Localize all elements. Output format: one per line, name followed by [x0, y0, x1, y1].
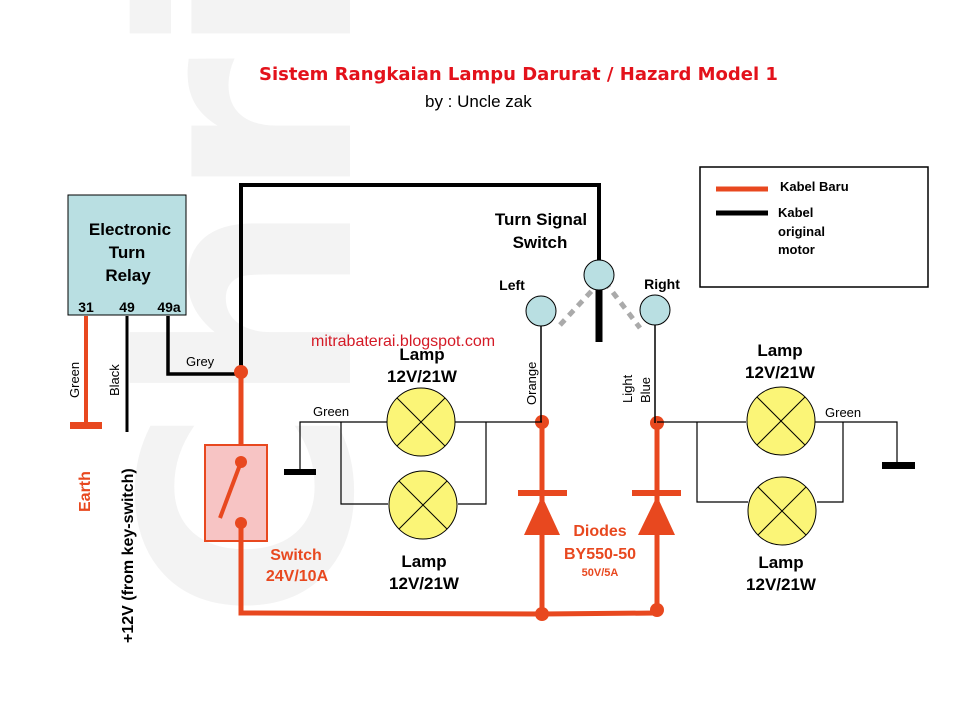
diodes-label-2: BY550-50: [564, 546, 636, 563]
lamp-right-top: Lamp 12V/21W: [745, 341, 816, 456]
earth-label: Earth: [77, 471, 94, 512]
wire-label-blue: Blue: [638, 377, 653, 403]
original-wire-to-turn-switch: [239, 183, 601, 372]
lamp-right-bottom-name: Lamp: [758, 553, 803, 572]
lamp-left-top-name: Lamp: [399, 345, 444, 364]
byline: by : Uncle zak: [425, 92, 532, 111]
turn-relay: Electronic Turn Relay 31 49 49a: [67, 194, 187, 316]
lamp-right-top-name: Lamp: [757, 341, 802, 360]
lamp-left-bottom-name: Lamp: [401, 552, 446, 571]
right-lamp-group: [657, 421, 898, 503]
diode-right-bar: [632, 490, 681, 496]
ground-symbol-right: [882, 462, 915, 469]
ground-symbol-left: [284, 469, 316, 475]
lamp-left-bottom-rating: 12V/21W: [389, 574, 460, 593]
turn-switch-pivot: [583, 259, 615, 291]
legend-label-original-2: original: [778, 224, 825, 239]
junction-dot-relay: [234, 365, 248, 379]
turn-switch-left-contact[interactable]: [525, 295, 557, 327]
legend-label-new-wire: Kabel Baru: [780, 179, 849, 194]
wire-label-black-49: Black: [107, 364, 122, 396]
turn-switch-label-2: Switch: [513, 233, 568, 252]
lamp-left-top: Lamp 12V/21W: [386, 345, 458, 457]
power-label: +12V (from key-switch): [120, 468, 137, 643]
lamp-left-bottom: Lamp 12V/21W: [388, 470, 460, 593]
diode-left-bar: [518, 490, 567, 496]
relay-pin-49: 49: [119, 299, 135, 315]
wire-label-grey: Grey: [186, 354, 215, 369]
switch-label-1: Switch: [270, 547, 322, 564]
relay-label-3: Relay: [105, 266, 151, 285]
turn-switch-label-1: Turn Signal: [495, 210, 587, 229]
diodes-label-1: Diodes: [573, 523, 626, 540]
switch-label-2: 24V/10A: [266, 568, 329, 585]
diode-left-triangle: [524, 496, 560, 535]
relay-pin-49a: 49a: [157, 299, 181, 315]
relay-label-2: Turn: [109, 243, 146, 262]
earth-symbol: [70, 422, 102, 429]
legend-label-original-1: Kabel: [778, 205, 813, 220]
turn-switch-right-label: Right: [644, 276, 680, 292]
turn-signal-switch[interactable]: Turn Signal Switch Left Right: [495, 210, 680, 342]
lamp-right-top-rating: 12V/21W: [745, 363, 816, 382]
switch-terminal-top: [235, 456, 247, 468]
lamp-right-bottom: Lamp 12V/21W: [746, 476, 817, 594]
turn-switch-path-right: [603, 280, 642, 330]
wire-label-green-right: Green: [825, 405, 861, 420]
wire-label-light: Light: [620, 374, 635, 403]
wire-label-green-31: Green: [67, 362, 82, 398]
relay-body: [67, 194, 187, 316]
lamp-right-bottom-rating: 12V/21W: [746, 575, 817, 594]
lamp-left-top-rating: 12V/21W: [387, 367, 458, 386]
turn-switch-left-label: Left: [499, 277, 525, 293]
page-title: Sistem Rangkaian Lampu Darurat / Hazard …: [259, 64, 778, 85]
website-label: mitrabaterai.blogspot.com: [311, 333, 495, 350]
relay-pin-31: 31: [78, 299, 94, 315]
left-lamp-group: [299, 421, 542, 505]
wire-label-orange: Orange: [524, 362, 539, 405]
relay-label-1: Electronic: [89, 220, 171, 239]
junction-dot-lightblue: [650, 416, 664, 430]
diodes-rating: 50V/5A: [582, 567, 619, 579]
wire-label-green-left: Green: [313, 404, 349, 419]
new-wire-bottom-bus: [238, 523, 658, 617]
legend: Kabel Baru Kabel original motor: [699, 166, 929, 288]
legend-label-original-3: motor: [778, 242, 815, 257]
diode-right-triangle: [638, 496, 675, 535]
wire-pin49a-grey: [166, 316, 241, 376]
turn-switch-path-left: [558, 280, 602, 327]
hazard-switch-lever[interactable]: [218, 461, 243, 519]
turn-switch-right-contact[interactable]: [639, 294, 671, 326]
